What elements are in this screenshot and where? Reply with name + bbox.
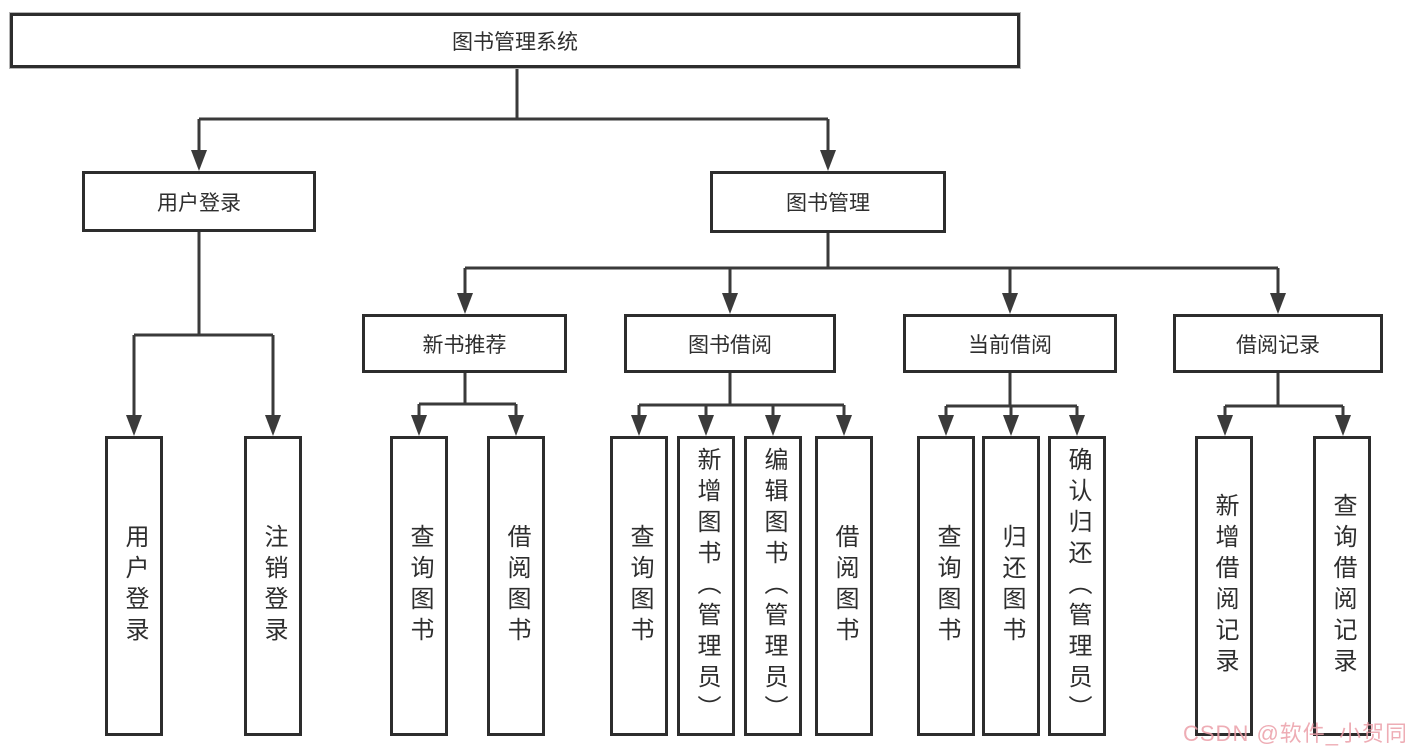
node-leaf-query-books-1: 查询图书 xyxy=(390,436,448,736)
node-current-borrowing: 当前借阅 xyxy=(903,314,1117,373)
node-leaf-confirm-return-admin: 确认归还（管理员） xyxy=(1048,436,1106,736)
node-leaf-borrow-books-2: 借阅图书 xyxy=(815,436,873,736)
node-leaf-query-books-3: 查询图书 xyxy=(917,436,975,736)
node-leaf-user-login: 用户登录 xyxy=(105,436,163,736)
node-new-book-recommend: 新书推荐 xyxy=(362,314,567,373)
node-leaf-borrow-books-1: 借阅图书 xyxy=(487,436,545,736)
csdn-watermark: CSDN @软件_小贺同学 xyxy=(1183,721,1405,746)
node-leaf-add-borrow-record: 新增借阅记录 xyxy=(1195,436,1253,736)
node-root: 图书管理系统 xyxy=(10,13,1020,68)
node-book-management: 图书管理 xyxy=(710,171,946,233)
node-leaf-return-books: 归还图书 xyxy=(982,436,1040,736)
node-borrow-records: 借阅记录 xyxy=(1173,314,1383,373)
node-book-borrowing: 图书借阅 xyxy=(624,314,836,373)
node-leaf-query-borrow-record: 查询借阅记录 xyxy=(1313,436,1371,736)
node-leaf-add-books-admin: 新增图书（管理员） xyxy=(677,436,735,736)
node-user-login: 用户登录 xyxy=(82,171,316,232)
node-leaf-edit-books-admin: 编辑图书（管理员） xyxy=(744,436,802,736)
node-leaf-query-books-2: 查询图书 xyxy=(610,436,668,736)
node-leaf-logout: 注销登录 xyxy=(244,436,302,736)
